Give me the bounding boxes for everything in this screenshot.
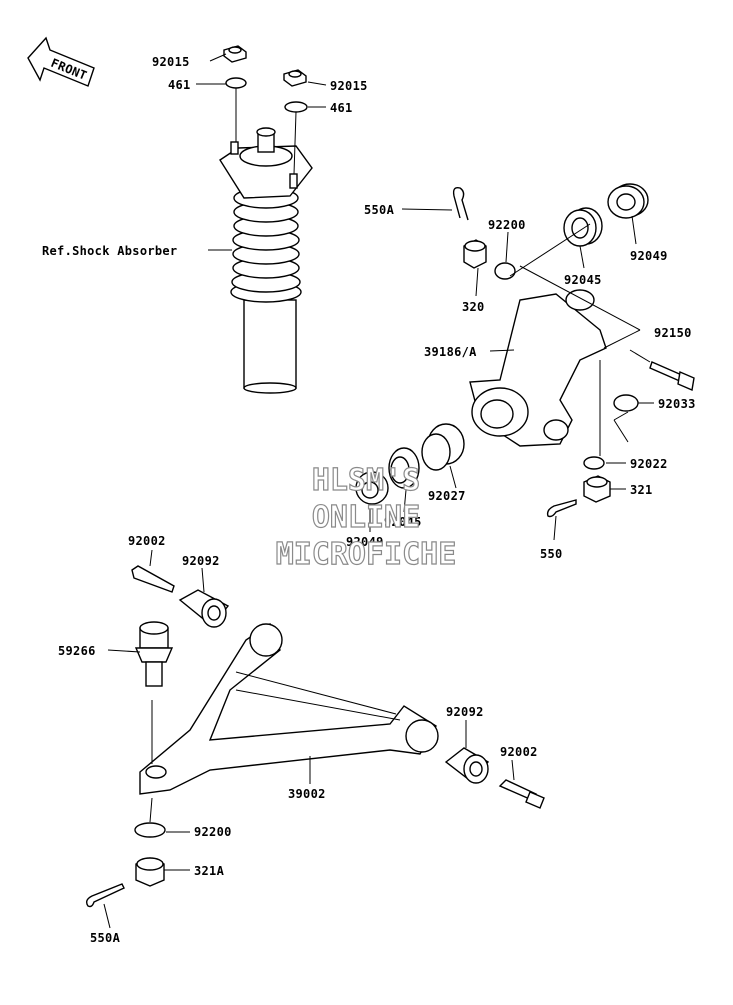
label-92015-a: 92015 xyxy=(152,55,190,69)
label-92045-top: 92045 xyxy=(564,273,602,287)
circlip-92033 xyxy=(613,394,639,412)
label-92200-top: 92200 xyxy=(488,218,526,232)
label-461-a: 461 xyxy=(168,78,191,92)
bolt-92150 xyxy=(649,361,695,391)
bushing-92092-b xyxy=(444,747,490,784)
label-320: 320 xyxy=(462,300,485,314)
label-550: 550 xyxy=(540,547,563,561)
label-550A-bottom: 550A xyxy=(90,931,121,945)
label-321A: 321A xyxy=(194,864,225,878)
bearing-92045-top xyxy=(563,207,603,247)
label-92022: 92022 xyxy=(630,457,668,471)
label-92045-bottom: 92045 xyxy=(384,515,422,529)
cotter-pin-550A-top xyxy=(452,186,469,221)
front-arrow-icon: FRONT xyxy=(27,36,95,87)
castle-nut-321A xyxy=(135,857,165,887)
bushing-92092-a xyxy=(178,589,230,628)
label-321: 321 xyxy=(630,483,653,497)
watermark-line-3: MICROFICHE xyxy=(276,537,457,572)
bolt-92002-a xyxy=(131,565,175,593)
label-39002: 39002 xyxy=(288,787,326,801)
cotter-pin-550A-bottom xyxy=(85,883,125,908)
spacer-92027 xyxy=(421,423,465,471)
washer-461-a xyxy=(225,77,247,89)
watermark-line-2: ONLINE xyxy=(312,500,420,535)
washer-92200-top xyxy=(494,262,516,280)
label-92015-b: 92015 xyxy=(330,79,368,93)
lower-a-arm-39002 xyxy=(139,622,439,795)
label-461-b: 461 xyxy=(330,101,353,115)
castle-nut-320 xyxy=(463,239,487,269)
label-92002-b: 92002 xyxy=(500,745,538,759)
bolt-92002-b xyxy=(498,779,545,809)
label-92027: 92027 xyxy=(428,489,466,503)
seal-92049-top xyxy=(607,183,649,219)
label-92049-top: 92049 xyxy=(630,249,668,263)
label-39186A: 39186/A xyxy=(424,345,477,359)
seal-92049-bottom xyxy=(355,471,389,505)
cotter-pin-550 xyxy=(546,499,577,518)
label-550A-top: 550A xyxy=(364,203,395,217)
nut-92015-b xyxy=(283,69,307,87)
label-shock-absorber: Ref.Shock Absorber xyxy=(42,244,177,258)
washer-461-b xyxy=(284,101,308,113)
bearing-92045-bottom xyxy=(388,447,420,489)
label-92150: 92150 xyxy=(654,326,692,340)
nut-92015-a xyxy=(223,45,247,63)
shock-absorber-part xyxy=(219,127,313,394)
ball-joint-59266 xyxy=(134,621,174,687)
label-59266: 59266 xyxy=(58,644,96,658)
steering-knuckle-39186A xyxy=(469,289,607,447)
washer-92200-bottom xyxy=(134,822,166,838)
label-92033: 92033 xyxy=(658,397,696,411)
castle-nut-321 xyxy=(583,475,611,503)
label-92092-a: 92092 xyxy=(182,554,220,568)
label-92200-bottom: 92200 xyxy=(194,825,232,839)
washer-92022 xyxy=(583,456,605,470)
label-92002-a: 92002 xyxy=(128,534,166,548)
leader-lines xyxy=(103,53,654,929)
watermark: HLSM'S ONLINE MICROFICHE xyxy=(275,462,457,572)
label-92092-b: 92092 xyxy=(446,705,484,719)
watermark-line-1: HLSM'S xyxy=(312,463,420,498)
label-92049-bottom: 92049 xyxy=(346,535,384,549)
